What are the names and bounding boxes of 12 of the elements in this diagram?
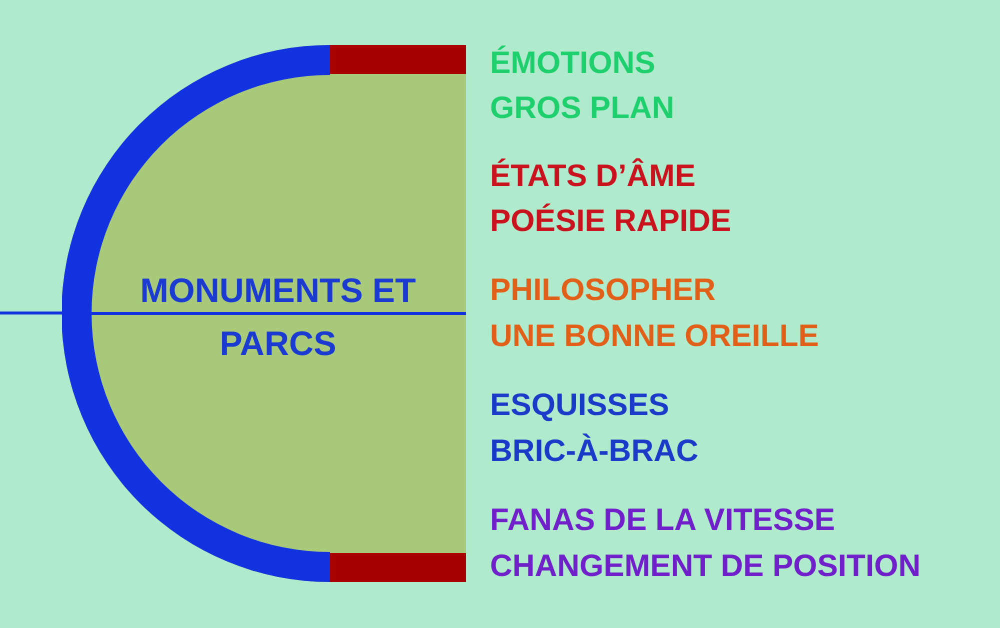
topic-text: ESQUISSES <box>490 387 670 423</box>
topic-text: ÉMOTIONS <box>490 45 656 81</box>
half-disc-panel <box>62 45 466 582</box>
topic-text: FANAS DE LA VITESSE <box>490 502 836 538</box>
topic-text: CHANGEMENT DE POSITION <box>490 548 921 584</box>
topic-text: BRIC-À-BRAC <box>490 433 698 469</box>
panel-title: MONUMENTS ET PARCS <box>139 271 417 365</box>
topic-text: ÉTATS D’ÂME <box>490 158 696 194</box>
topic-text: GROS PLAN <box>490 90 674 126</box>
topic-text: PHILOSOPHER <box>490 272 716 308</box>
topic-text: POÉSIE RAPIDE <box>490 203 732 239</box>
topic-text: UNE BONNE OREILLE <box>490 318 819 354</box>
